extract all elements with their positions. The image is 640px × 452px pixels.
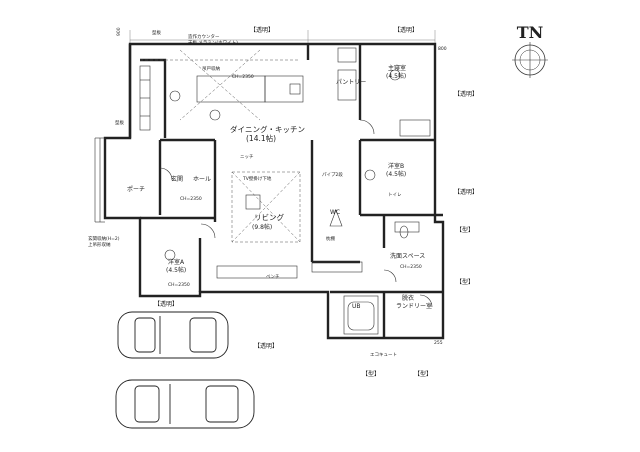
room-toilet: トイレ <box>388 193 402 198</box>
window-bottom-transparent-1: 【透明】 <box>154 300 178 308</box>
window-bottom-mold-2: 【型】 <box>414 370 432 378</box>
room-western-a-size: (4.5帖) <box>166 266 186 274</box>
label-ch-washroom: CH=2350 <box>400 264 422 270</box>
label-ch-entrance: CH=2350 <box>180 196 202 202</box>
label-ch-kitchen: CH=2350 <box>232 74 254 80</box>
porch-steps <box>94 137 105 223</box>
room-laundry: 脱衣 <box>402 294 414 302</box>
label-bench: ベンチ <box>266 274 280 280</box>
window-right-transparent-1: 【透明】 <box>454 90 478 98</box>
room-western-b-size: (4.5帖) <box>386 170 406 178</box>
room-laundry2: ランドリー室 <box>396 302 432 310</box>
interior-walls <box>128 44 443 338</box>
label-fixed-left: 型板 <box>115 119 124 126</box>
room-dining-kitchen-size: (14.1帖) <box>246 133 276 143</box>
dim-900: 900 <box>116 27 122 36</box>
window-right-mold-2: 【型】 <box>456 278 474 286</box>
label-counter: 造作カウンター <box>188 33 220 40</box>
living-area-details <box>164 69 401 279</box>
kitchen-counter <box>140 49 304 121</box>
outer-walls <box>103 42 445 340</box>
room-western-a: 洋室A <box>168 258 185 266</box>
window-bottom-transparent-2: 【透明】 <box>254 342 278 350</box>
room-porch: ポーチ <box>127 185 145 193</box>
room-wc: WC <box>330 209 340 216</box>
room-hall: ホール <box>193 176 211 183</box>
compass-label: TN <box>517 23 544 42</box>
label-shelf: 枕棚 <box>326 235 335 242</box>
room-living-size: (9.8帖) <box>252 223 272 231</box>
window-right-mold: 【型】 <box>456 226 474 234</box>
storage-shelves <box>139 47 431 137</box>
window-right-transparent-2: 【透明】 <box>454 188 478 196</box>
label-entrance-storage: 玄関収納(H=2) <box>88 235 120 242</box>
room-dining-kitchen: ダイニング・キッチン <box>230 124 305 134</box>
north-compass: TN <box>512 23 548 78</box>
room-entrance: 玄関 <box>171 175 183 183</box>
label-entrance-storage-2: 上吊形収納 <box>88 241 111 248</box>
room-pantry: パントリー <box>336 79 366 86</box>
window-top-right-transparent: 【透明】 <box>394 26 418 34</box>
label-ceiling-storage: 吊戸収納 <box>202 65 220 72</box>
label-niche: ニッチ <box>240 154 254 160</box>
window-bottom-mold-1: 【型】 <box>362 370 380 378</box>
room-master-bedroom-size: (4.5帖) <box>386 72 406 80</box>
room-labels: ダイニング・キッチン (14.1帖) リビング (9.8帖) 主寝室 (4.5帖… <box>127 64 432 310</box>
wc-fixture <box>329 209 420 239</box>
dim-255: 255 <box>434 340 443 346</box>
room-master-bedroom: 主寝室 <box>388 64 406 72</box>
annotations: 【透明】 【透明】 【透明】 【透明】 【型】 【型】 【透明】 【透明】 【型… <box>88 26 478 378</box>
label-pipe: パイプ2段 <box>322 171 343 178</box>
label-fixed-top: 型板 <box>152 29 161 36</box>
window-top-transparent: 【透明】 <box>250 26 274 34</box>
room-washroom: 洗面スペース <box>390 252 425 260</box>
label-ecocute: エコキュート <box>370 352 397 358</box>
bathtub <box>343 295 379 335</box>
car-top <box>117 311 229 359</box>
car-bottom <box>115 379 255 429</box>
door-swings <box>159 119 433 308</box>
dim-800: 800 <box>438 46 447 52</box>
room-western-b: 洋室B <box>388 162 404 170</box>
label-counter-top: 天板 メラミン(ホワイト) <box>188 39 238 46</box>
room-living: リビング <box>254 212 284 222</box>
room-ub: UB <box>352 303 361 310</box>
label-ch-western-a: CH=2350 <box>168 282 190 288</box>
label-tv-board: TV壁掛け下地 <box>242 175 272 182</box>
